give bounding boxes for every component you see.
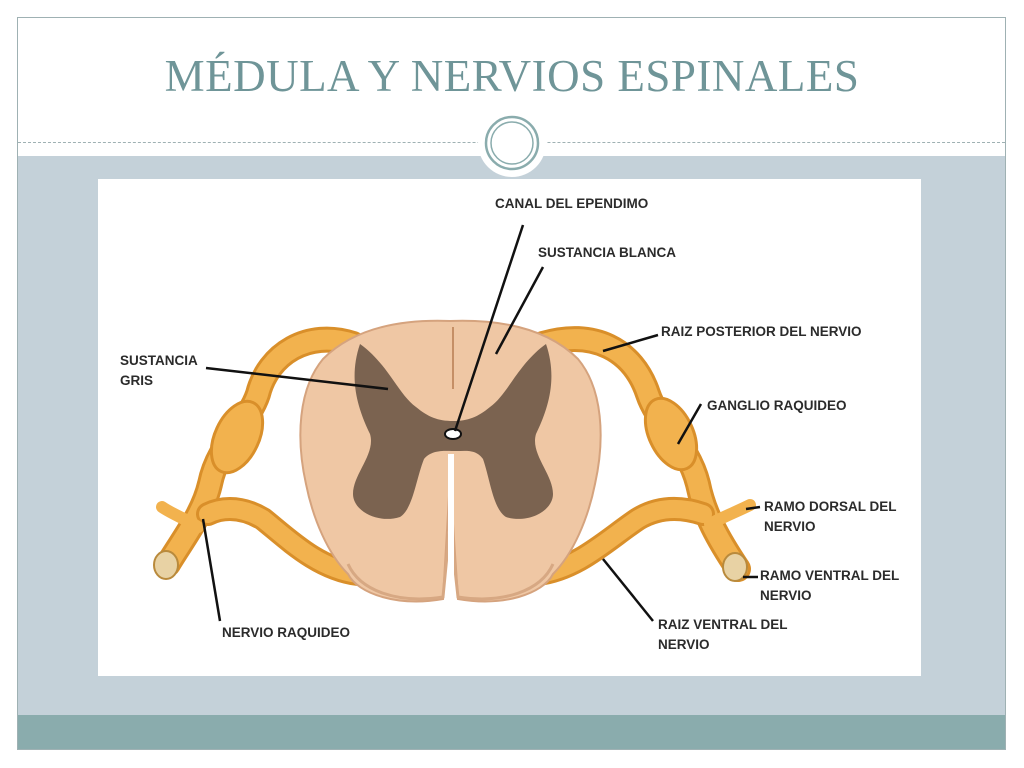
central-canal <box>444 428 462 440</box>
leader-lines <box>201 224 761 622</box>
leader-canal-ependimo <box>453 224 525 432</box>
leader-sustancia-gris <box>205 366 389 391</box>
slide-frame <box>17 17 1006 750</box>
label-raiz-ventral: RAIZ VENTRAL DEL NERVIO <box>658 617 788 652</box>
label-nervio-raquideo: NERVIO RAQUIDEO <box>222 625 351 640</box>
label-ramo-dorsal: RAMO DORSAL DEL NERVIO <box>764 499 897 534</box>
left-nerve-cut-end <box>153 550 179 580</box>
leader-raiz-ventral <box>602 558 654 622</box>
spinal-cord-diagram <box>153 224 761 622</box>
label-ganglio-raquideo: GANGLIO RAQUIDEO <box>707 398 847 413</box>
leader-ramo-dorsal <box>745 505 761 511</box>
right-ganglion <box>643 396 699 472</box>
label-ramo-ventral: RAMO VENTRAL DEL NERVIO <box>760 568 900 603</box>
leader-ganglio <box>676 403 703 445</box>
footer-bar <box>18 715 1005 749</box>
label-raiz-posterior: RAIZ POSTERIOR DEL NERVIO <box>661 324 862 339</box>
left-ganglion <box>209 399 265 475</box>
leader-nervio-raquideo <box>201 518 222 622</box>
diagram-panel: CANAL DEL EPENDIMO SUSTANCIA BLANCA SUST… <box>98 179 921 676</box>
label-sustancia-gris: SUSTANCIA GRIS <box>120 353 198 388</box>
right-nerve-cut-end <box>722 552 748 582</box>
slide-title: MÉDULA Y NERVIOS ESPINALES <box>164 51 860 101</box>
label-sustancia-blanca: SUSTANCIA BLANCA <box>538 245 676 260</box>
leader-sustancia-blanca <box>494 266 545 355</box>
circle-ornament-icon <box>478 109 546 177</box>
leader-raiz-posterior <box>602 333 659 353</box>
label-canal-ependimo: CANAL DEL EPENDIMO <box>495 196 649 211</box>
